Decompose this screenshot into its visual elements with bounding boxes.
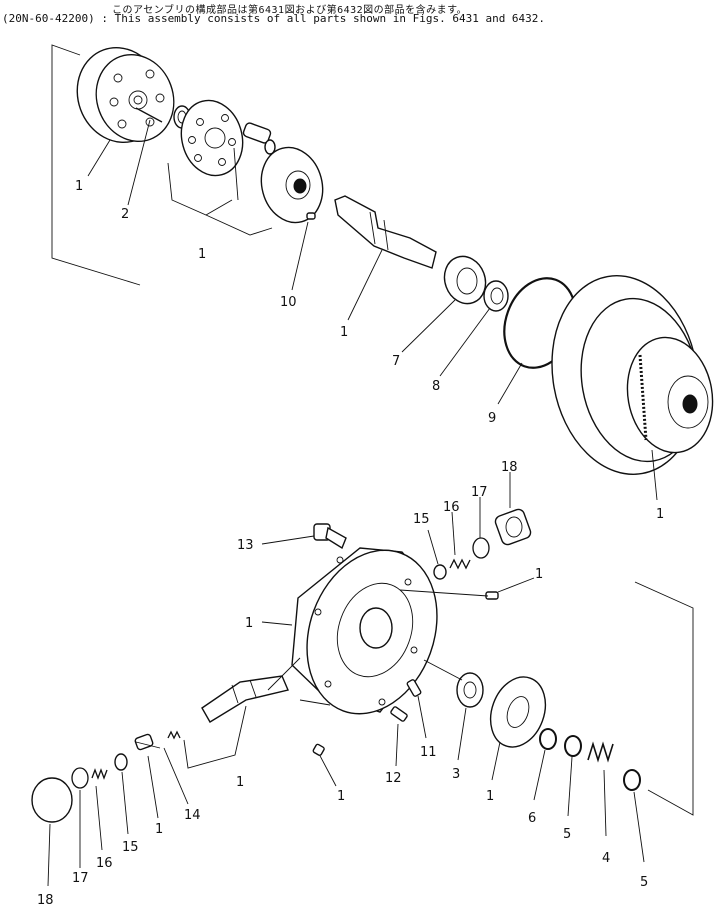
valve-body xyxy=(291,547,438,715)
callout-label: 16 xyxy=(96,856,113,871)
washer-5-lower xyxy=(623,769,641,791)
header-note-english: (20N-60-42200) : This assembly consists … xyxy=(2,12,546,25)
spool-cap xyxy=(134,733,154,751)
lower-frame-lines xyxy=(634,581,694,816)
callout-label: 2 xyxy=(121,207,129,222)
pin-11 xyxy=(406,679,422,697)
pin-12 xyxy=(390,706,408,722)
callout-label: 15 xyxy=(413,512,430,527)
callout-label: 15 xyxy=(122,840,139,855)
callout-label: 1 xyxy=(486,789,494,804)
plug-18-lower xyxy=(31,777,73,823)
leader-lines xyxy=(135,589,489,749)
piston xyxy=(242,122,276,155)
valve-plate xyxy=(180,99,244,177)
snap-ring-6 xyxy=(539,728,557,750)
header-note-japanese: このアセンブリの構成部品は第6431図および第6432図の部品を含みます。 xyxy=(112,5,468,16)
drive-shaft xyxy=(334,195,437,269)
callout-label: 18 xyxy=(501,460,518,475)
callout-label: 6 xyxy=(528,811,536,826)
callout-label: 17 xyxy=(72,871,89,886)
callout-label: 8 xyxy=(432,379,440,394)
callout-label: 1 xyxy=(656,507,664,522)
o-ring-17-lower xyxy=(71,767,89,789)
bearing-3 xyxy=(456,672,484,708)
callout-label: 1 xyxy=(245,616,253,631)
callout-label: 1 xyxy=(236,775,244,790)
spring-16-top xyxy=(449,558,471,570)
callout-label: 1 xyxy=(535,567,543,582)
spring-4 xyxy=(587,741,614,763)
spool xyxy=(201,675,289,723)
callout-label: 12 xyxy=(385,771,402,786)
o-ring-17-top xyxy=(472,537,490,559)
pin-10 xyxy=(306,212,316,220)
bearing-7 xyxy=(443,255,487,305)
washer-5-upper xyxy=(564,735,582,757)
spring-16-lower xyxy=(91,768,108,780)
callout-label: 14 xyxy=(184,808,201,823)
valve-plate-lower xyxy=(489,676,547,748)
callout-label: 3 xyxy=(452,767,460,782)
callout-label: 1 xyxy=(340,325,348,340)
washer-15-top xyxy=(433,564,447,580)
bolt-13 xyxy=(313,523,347,550)
callout-label: 9 xyxy=(488,411,496,426)
callouts: 1 2 1 10 1 7 8 9 1 18 17 16 15 1 13 1 11… xyxy=(37,119,664,906)
washer-15-lower xyxy=(114,753,128,771)
callout-label: 5 xyxy=(640,875,648,890)
callout-label: 1 xyxy=(155,822,163,837)
callout-label: 11 xyxy=(420,745,437,760)
spool-spring-14 xyxy=(167,730,181,740)
callout-label: 18 xyxy=(37,893,54,906)
swash-plate xyxy=(260,146,324,224)
upper-frame-lines xyxy=(51,44,141,286)
callout-label: 10 xyxy=(280,295,297,310)
callout-label: 16 xyxy=(443,500,460,515)
plug-18-top xyxy=(494,508,532,546)
callout-label: 4 xyxy=(602,851,610,866)
callout-label: 1 xyxy=(75,179,83,194)
bearing-8 xyxy=(483,280,509,312)
cylinder-block xyxy=(76,46,175,144)
small-pin xyxy=(485,591,499,600)
callout-label: 1 xyxy=(198,247,206,262)
callout-label: 7 xyxy=(392,354,400,369)
motor-housing xyxy=(551,275,714,475)
callout-label: 5 xyxy=(563,827,571,842)
callout-label: 17 xyxy=(471,485,488,500)
callout-label: 13 xyxy=(237,538,254,553)
callout-label: 1 xyxy=(337,789,345,804)
